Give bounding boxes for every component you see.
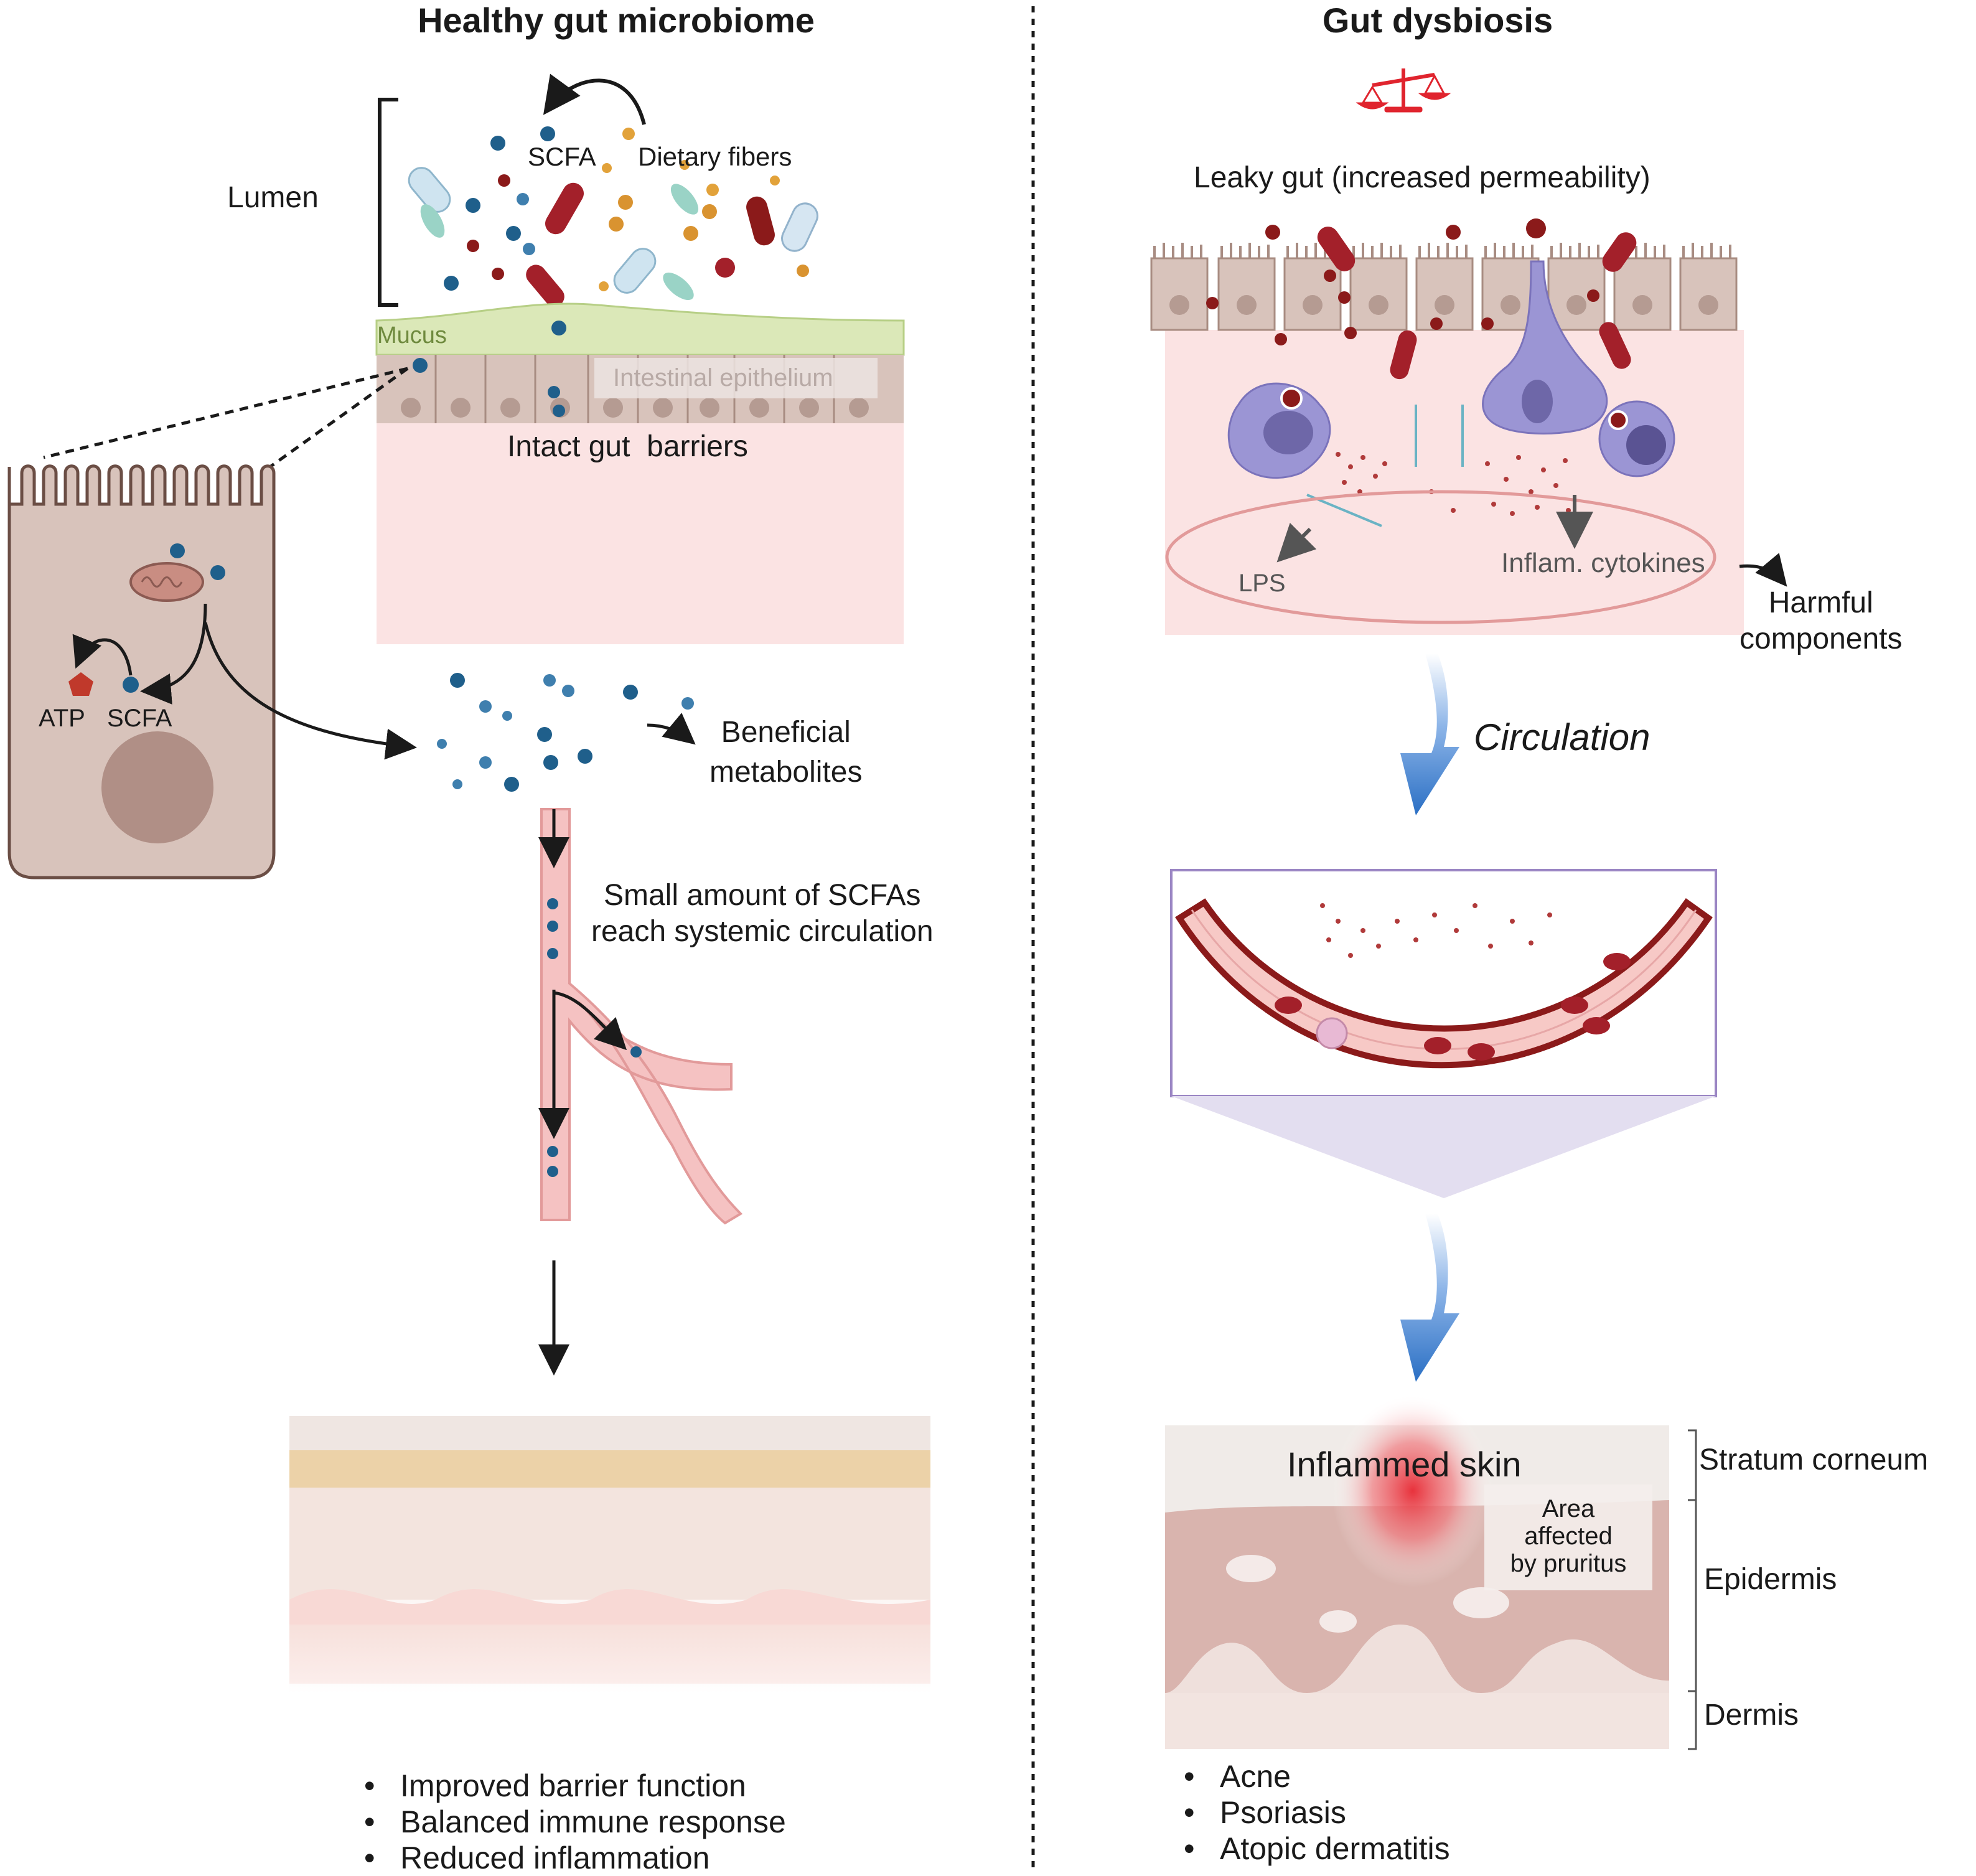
intact-barriers-label: Intact gut barriers (507, 430, 748, 463)
lumen-bracket (378, 98, 398, 307)
cell-nucleus (101, 731, 213, 843)
dietary-fibers-label: Dietary fibers (638, 142, 792, 171)
lumen-label: Lumen (227, 181, 319, 214)
skin-conditions-list: Acne Psoriasis Atopic dermatitis (1184, 1758, 1450, 1867)
healthy-skin-cross-section (289, 1416, 930, 1693)
blue-arrow-skin (1400, 1214, 1459, 1382)
inflamed-skin-cross-section (1165, 1394, 1697, 1750)
scfa-label: SCFA (528, 142, 596, 171)
zoom-projection (1171, 1096, 1716, 1198)
cell-scfa-label: SCFA (107, 705, 172, 732)
small-amount-scfa-label: Small amount of SCFAs reach systemic cir… (591, 879, 934, 948)
outcome-item: Balanced immune response (364, 1804, 786, 1840)
leaky-gut-label: Leaky gut (increased permeability) (1194, 161, 1651, 194)
circulation-ellipse (1165, 490, 1716, 624)
condition-item: Psoriasis (1184, 1794, 1450, 1831)
beneficial-metabolites-label: Beneficial metabolites (709, 716, 863, 789)
epithelium-cells (377, 355, 904, 423)
harmful-components-label: Harmful components (1740, 586, 1903, 655)
atp-label: ATP (39, 705, 85, 732)
dermis-label: Dermis (1704, 1699, 1799, 1732)
mucus-layer (375, 303, 905, 356)
pruritus-label: Area affected by pruritus (1510, 1495, 1627, 1577)
cytokines-label: Inflam. cytokines (1501, 548, 1705, 578)
lumen-microbes (408, 126, 818, 307)
inflammation-glow (1332, 1394, 1494, 1587)
lamina-propria (377, 423, 904, 644)
circulation-label: Circulation (1474, 716, 1651, 758)
healthy-outcomes-list: Improved barrier function Balanced immun… (364, 1768, 786, 1876)
blood-vessel (540, 808, 743, 1225)
metabolite-dots (437, 673, 694, 792)
inflamed-skin-label: Inflammed skin (1287, 1445, 1522, 1484)
blue-arrow-circulation (1400, 654, 1459, 815)
mitochondrion (129, 562, 204, 602)
right-panel-title: Gut dysbiosis (1322, 1, 1553, 40)
left-panel-title: Healthy gut microbiome (418, 1, 815, 40)
stratum-corneum-label: Stratum corneum (1699, 1443, 1929, 1476)
mucus-label: Mucus (377, 322, 447, 349)
leaky-epithelium (1150, 218, 1787, 635)
vessel-zoom-box (1170, 869, 1717, 1198)
intestinal-epithelium-label: Intestinal epithelium (613, 364, 833, 392)
outcome-item: Reduced inflammation (364, 1840, 786, 1876)
atp-pentagon (68, 672, 93, 696)
imbalance-scale-icon (1356, 68, 1451, 113)
condition-item: Acne (1184, 1758, 1450, 1794)
outcome-item: Improved barrier function (364, 1768, 786, 1804)
condition-item: Atopic dermatitis (1184, 1831, 1450, 1867)
lps-label: LPS (1239, 570, 1286, 597)
epidermis-label: Epidermis (1704, 1563, 1837, 1596)
fermentation-arrow (543, 73, 646, 125)
